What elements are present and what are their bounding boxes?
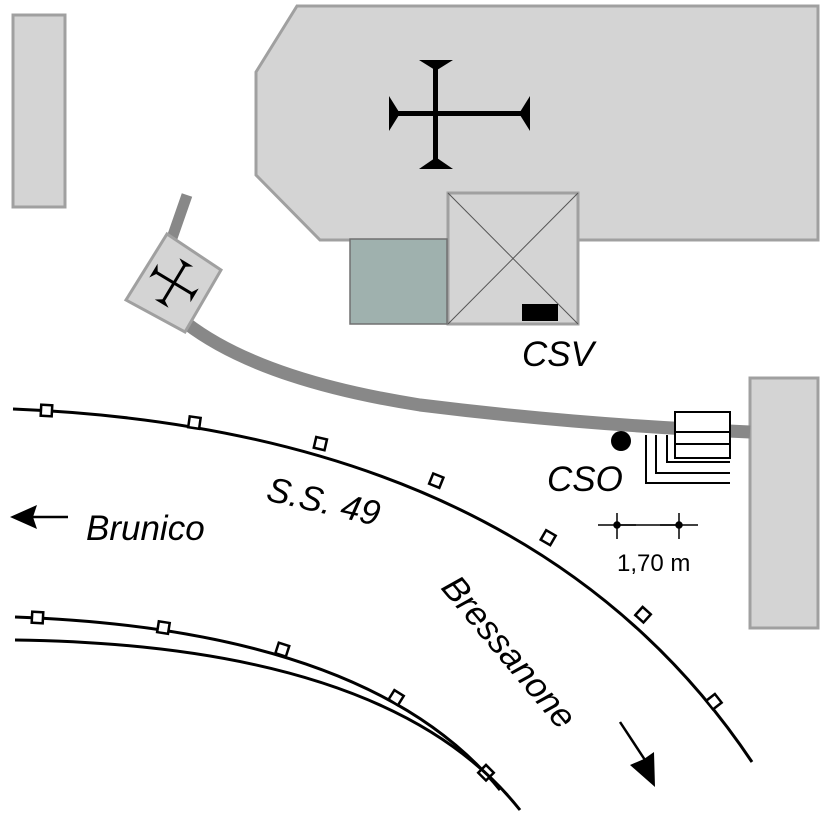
arrow-down-icon xyxy=(618,721,655,787)
cso-station-icon xyxy=(611,431,631,451)
road-markers-inner xyxy=(30,610,496,783)
building-left xyxy=(11,13,67,209)
road-edge-bottom xyxy=(14,638,522,811)
cso-label: CSO xyxy=(547,460,623,499)
building-right xyxy=(748,376,820,630)
bell-tower-diagonal xyxy=(447,192,579,325)
steps xyxy=(645,411,731,484)
gray-path xyxy=(182,317,751,439)
chapel-cross-icon xyxy=(149,258,199,308)
church-annex xyxy=(349,238,448,325)
road-markers-outer xyxy=(39,403,724,712)
scale-bar xyxy=(598,513,698,539)
church-cross-icon xyxy=(389,60,530,169)
road-name-label: S.S. 49 xyxy=(263,470,384,534)
road-edge-inner xyxy=(14,615,502,791)
direction-west-label: Brunico xyxy=(86,509,205,548)
csv-label: CSV xyxy=(522,335,598,374)
chapel-stub-path xyxy=(166,193,193,240)
road-edge-outer xyxy=(12,407,754,763)
scale-label: 1,70 m xyxy=(617,550,690,577)
direction-south-label: Bressanone xyxy=(434,568,584,736)
csv-marker xyxy=(522,304,558,321)
arrow-left-icon xyxy=(10,505,68,529)
